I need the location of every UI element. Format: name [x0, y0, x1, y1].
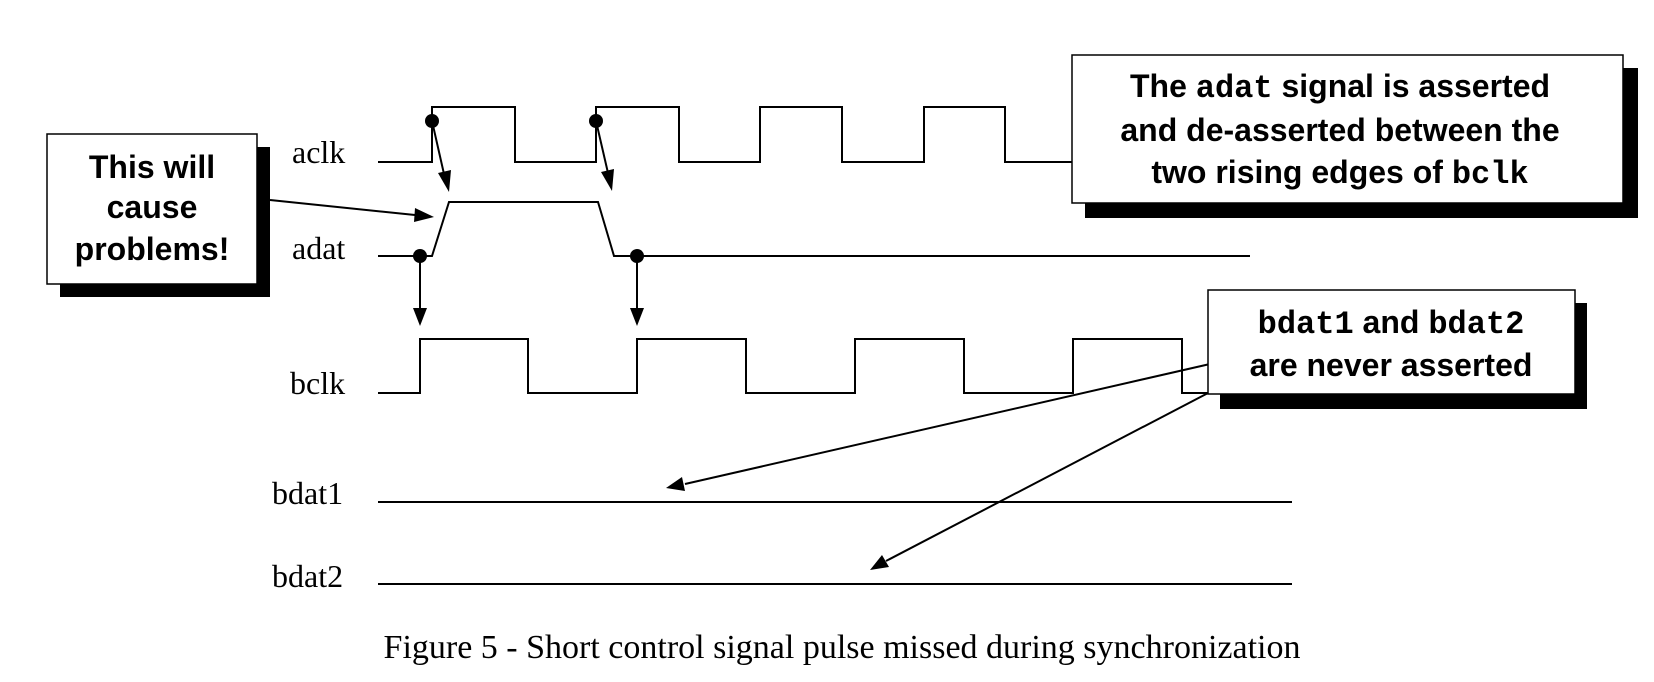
callout-adat-asserted: The adat signal is asserted and de-asser… [1071, 54, 1638, 218]
aclk-to-adat-arrow-1 [431, 120, 445, 175]
left-callout-arrow [269, 199, 416, 216]
callout-problems-line2: cause [107, 189, 198, 225]
arrowhead-icon [601, 169, 614, 191]
arrowhead-icon [666, 477, 685, 491]
arrowhead-icon [870, 555, 889, 570]
callout-never-line1: bdat1 and bdat2 [1258, 304, 1525, 343]
arrowhead-icon [414, 208, 434, 222]
bdat2-label: bdat2 [272, 558, 343, 594]
arrowhead-icon [630, 308, 644, 326]
aclk-label: aclk [292, 134, 345, 170]
aclk-waveform [378, 106, 1074, 163]
arrowhead-icon [438, 170, 451, 192]
figure-caption: Figure 5 - Short control signal pulse mi… [384, 629, 1301, 666]
callout-problems-line1: This will [89, 149, 215, 185]
bdat1-pointer-arrow [684, 363, 1211, 485]
bdat2-pointer-arrow [885, 391, 1211, 562]
adat-label: adat [292, 230, 345, 266]
bclk-waveform [378, 338, 1212, 394]
callout-never-line2: are never asserted [1250, 347, 1533, 383]
arrowhead-icon [413, 308, 427, 326]
callout-problems: This will cause problems! [46, 133, 270, 297]
callout-problems-line3: problems! [75, 231, 230, 267]
callout-never-asserted: bdat1 and bdat2 are never asserted [1207, 289, 1587, 409]
bclk-label: bclk [290, 365, 345, 401]
bdat1-label: bdat1 [272, 475, 343, 511]
callout-adat-line2: and de-asserted between the [1120, 112, 1559, 148]
aclk-to-adat-arrow-2 [595, 120, 609, 174]
callout-adat-line1: The adat signal is asserted [1130, 68, 1550, 107]
callout-adat-line3: two rising edges of bclk [1151, 154, 1528, 193]
